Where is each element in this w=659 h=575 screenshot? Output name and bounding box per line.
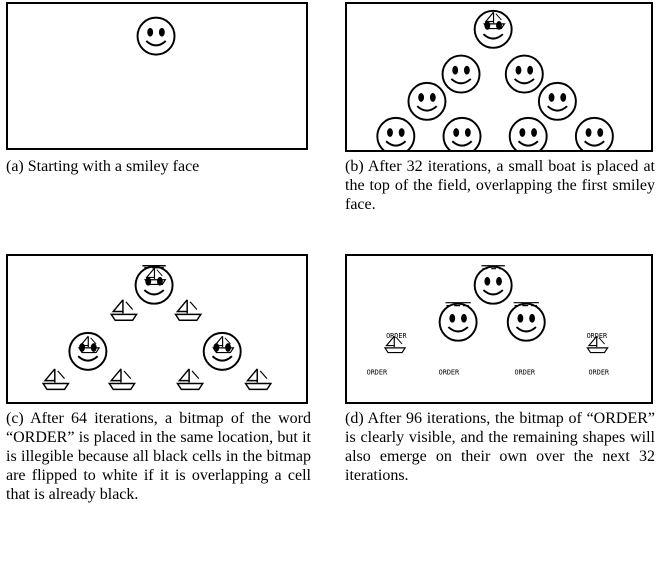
- smiley-face: [441, 54, 481, 94]
- smiley-face: [473, 265, 513, 305]
- order-label: ORDER: [439, 369, 460, 377]
- order-label: ORDER: [589, 369, 610, 377]
- caption-b: (b) After 32 iterations, a small boat is…: [345, 158, 655, 213]
- panel-a-drawing: [136, 16, 176, 56]
- order-label: ORDER: [515, 369, 536, 377]
- smiley-face: [438, 302, 478, 342]
- panel-b-drawing: [376, 9, 614, 150]
- panel-a: [6, 2, 308, 150]
- smiley-face: [376, 116, 416, 150]
- bitmap-fragment: [445, 302, 471, 307]
- boat-icon: [176, 368, 204, 391]
- smiley-face: [574, 116, 614, 150]
- order-label: ORDER: [386, 332, 407, 340]
- bitmap-fragment: [513, 302, 539, 307]
- smiley-face: [136, 16, 176, 56]
- panel-c-drawing: [42, 265, 272, 391]
- scrambled-bitmap: [142, 265, 166, 269]
- panel-d-drawing: ORDER ORDER ORDER ORDER ORDER ORDER: [367, 265, 610, 377]
- boat-icon: [42, 368, 70, 391]
- smiley-face: [442, 116, 482, 150]
- caption-d: (d) After 96 iterations, the bitmap of “…: [345, 410, 655, 484]
- order-label: ORDER: [587, 332, 608, 340]
- boat-icon: [174, 299, 202, 321]
- boat-icon: [108, 368, 136, 391]
- smiley-face: [407, 81, 447, 121]
- boat-icon: [110, 299, 138, 321]
- order-label: ORDER: [367, 369, 388, 377]
- panel-b: [345, 2, 653, 152]
- smiley-face: [504, 54, 544, 94]
- boat-icon: [244, 368, 272, 391]
- smiley-face: [537, 81, 577, 121]
- bitmap-fragment: [481, 265, 505, 270]
- caption-c: (c) After 64 iterations, a bitmap of the…: [6, 410, 311, 503]
- caption-a: (a) Starting with a smiley face: [6, 158, 200, 175]
- smiley-face: [506, 302, 546, 342]
- smiley-face: [508, 116, 548, 150]
- panel-c: [6, 254, 308, 404]
- panel-d: ORDER ORDER ORDER ORDER ORDER ORDER: [345, 254, 653, 404]
